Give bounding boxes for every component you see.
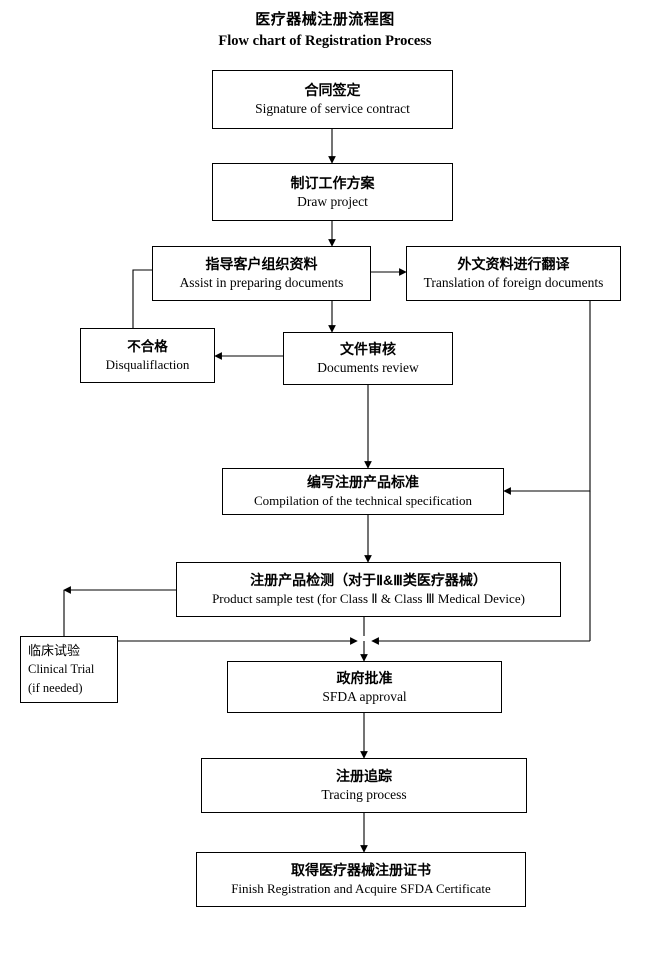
page-title-chinese: 医疗器械注册流程图 — [255, 11, 395, 28]
node-documents-review-title-en: Documents review — [317, 360, 419, 375]
node-tracing-process-title-en: Tracing process — [321, 787, 407, 802]
node-technical-spec-title-cn: 编写注册产品标准 — [307, 474, 419, 490]
node-tracing-process-title-cn: 注册追踪 — [336, 768, 392, 784]
node-finish-title-en: Finish Registration and Acquire SFDA Cer… — [231, 881, 491, 896]
node-disqualification[interactable]: 不合格 Disqualiflaction — [80, 328, 215, 383]
node-sfda-approval-title-en: SFDA approval — [322, 688, 407, 704]
node-contract-title-en: Signature of service contract — [255, 101, 410, 116]
node-disqualification-title-en: Disqualiflaction — [105, 357, 190, 372]
node-draw-project[interactable]: 制订工作方案 Draw project — [212, 163, 453, 221]
node-contract-title-cn: 合同签定 — [304, 82, 361, 98]
node-product-sample-test[interactable]: 注册产品检测（对于Ⅱ&Ⅲ类医疗器械） Product sample test (… — [176, 562, 561, 617]
chart-title-block: 医疗器械注册流程图 Flow chart of Registration Pro… — [0, 10, 650, 51]
node-assist-documents[interactable]: 指导客户组织资料 Assist in preparing documents — [152, 246, 371, 301]
node-clinical-trial-title-en: Clinical Trial — [28, 662, 95, 676]
node-documents-review[interactable]: 文件审核 Documents review — [283, 332, 453, 385]
edge-translation-to-technical-spec — [503, 301, 591, 495]
node-sfda-approval[interactable]: 政府批准 SFDA approval — [227, 661, 502, 713]
node-clinical-trial-note: (if needed) — [28, 681, 83, 695]
node-draw-project-title-cn: 制订工作方案 — [290, 174, 375, 191]
node-technical-spec-title-en: Compilation of the technical specificati… — [253, 493, 473, 508]
node-draw-project-title-en: Draw project — [297, 193, 368, 209]
node-tracing-process[interactable]: 注册追踪 Tracing process — [201, 758, 527, 813]
node-documents-review-title-cn: 文件审核 — [340, 341, 396, 357]
node-clinical-trial[interactable]: 临床试验 Clinical Trial (if needed) — [20, 636, 118, 703]
node-finish[interactable]: 取得医疗器械注册证书 Finish Registration and Acqui… — [196, 852, 526, 907]
node-disqualification-title-cn: 不合格 — [127, 339, 168, 354]
node-finish-title-cn: 取得医疗器械注册证书 — [291, 862, 431, 878]
node-translation[interactable]: 外文资料进行翻译 Translation of foreign document… — [406, 246, 621, 301]
page-title-english: Flow chart of Registration Process — [218, 33, 432, 49]
node-sfda-approval-title-cn: 政府批准 — [336, 669, 393, 686]
node-translation-title-en: Translation of foreign documents — [423, 275, 604, 290]
node-assist-documents-title-en: Assist in preparing documents — [179, 275, 344, 290]
node-technical-spec[interactable]: 编写注册产品标准 Compilation of the technical sp… — [222, 468, 504, 515]
edge-disqualification-to-assist — [132, 269, 152, 328]
node-product-sample-test-title-en: Product sample test (for Class Ⅱ & Class… — [212, 591, 525, 606]
node-clinical-trial-title-cn: 临床试验 — [28, 643, 81, 658]
node-translation-title-cn: 外文资料进行翻译 — [457, 256, 570, 272]
node-assist-documents-title-cn: 指导客户组织资料 — [205, 256, 318, 272]
node-contract[interactable]: 合同签定 Signature of service contract — [212, 70, 453, 129]
node-product-sample-test-title-cn: 注册产品检测（对于Ⅱ&Ⅲ类医疗器械） — [250, 572, 487, 588]
